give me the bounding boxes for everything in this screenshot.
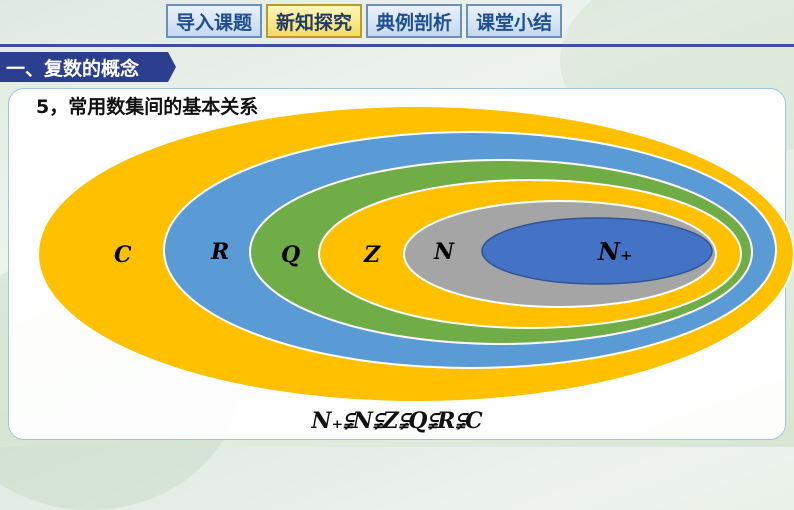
number-sets-diagram: C R Q Z N N₊: [37, 105, 794, 403]
set-n-label: N: [433, 239, 455, 265]
section-title: 一、复数的概念: [0, 52, 176, 82]
set-q-label: Q: [281, 242, 300, 268]
slide-heading: 5，常用数集间的基本关系: [36, 96, 259, 118]
set-c-label: C: [114, 242, 132, 268]
header-divider: [0, 44, 794, 47]
set-n-plus-label: N₊: [597, 237, 633, 266]
top-navigation: 导入课题 新知探究 典例剖析 课堂小结: [166, 4, 563, 38]
tab-intro[interactable]: 导入课题: [166, 4, 263, 38]
set-r-label: R: [210, 239, 229, 265]
subset-relation: N₊⫋N⫋Z⫋Q⫋R⫋C: [311, 408, 483, 434]
tab-examples[interactable]: 典例剖析: [366, 4, 463, 38]
set-n-plus-region: [481, 217, 713, 285]
tab-summary[interactable]: 课堂小结: [466, 4, 563, 38]
set-z-label: Z: [363, 242, 381, 268]
tab-new-knowledge[interactable]: 新知探究: [266, 4, 363, 38]
